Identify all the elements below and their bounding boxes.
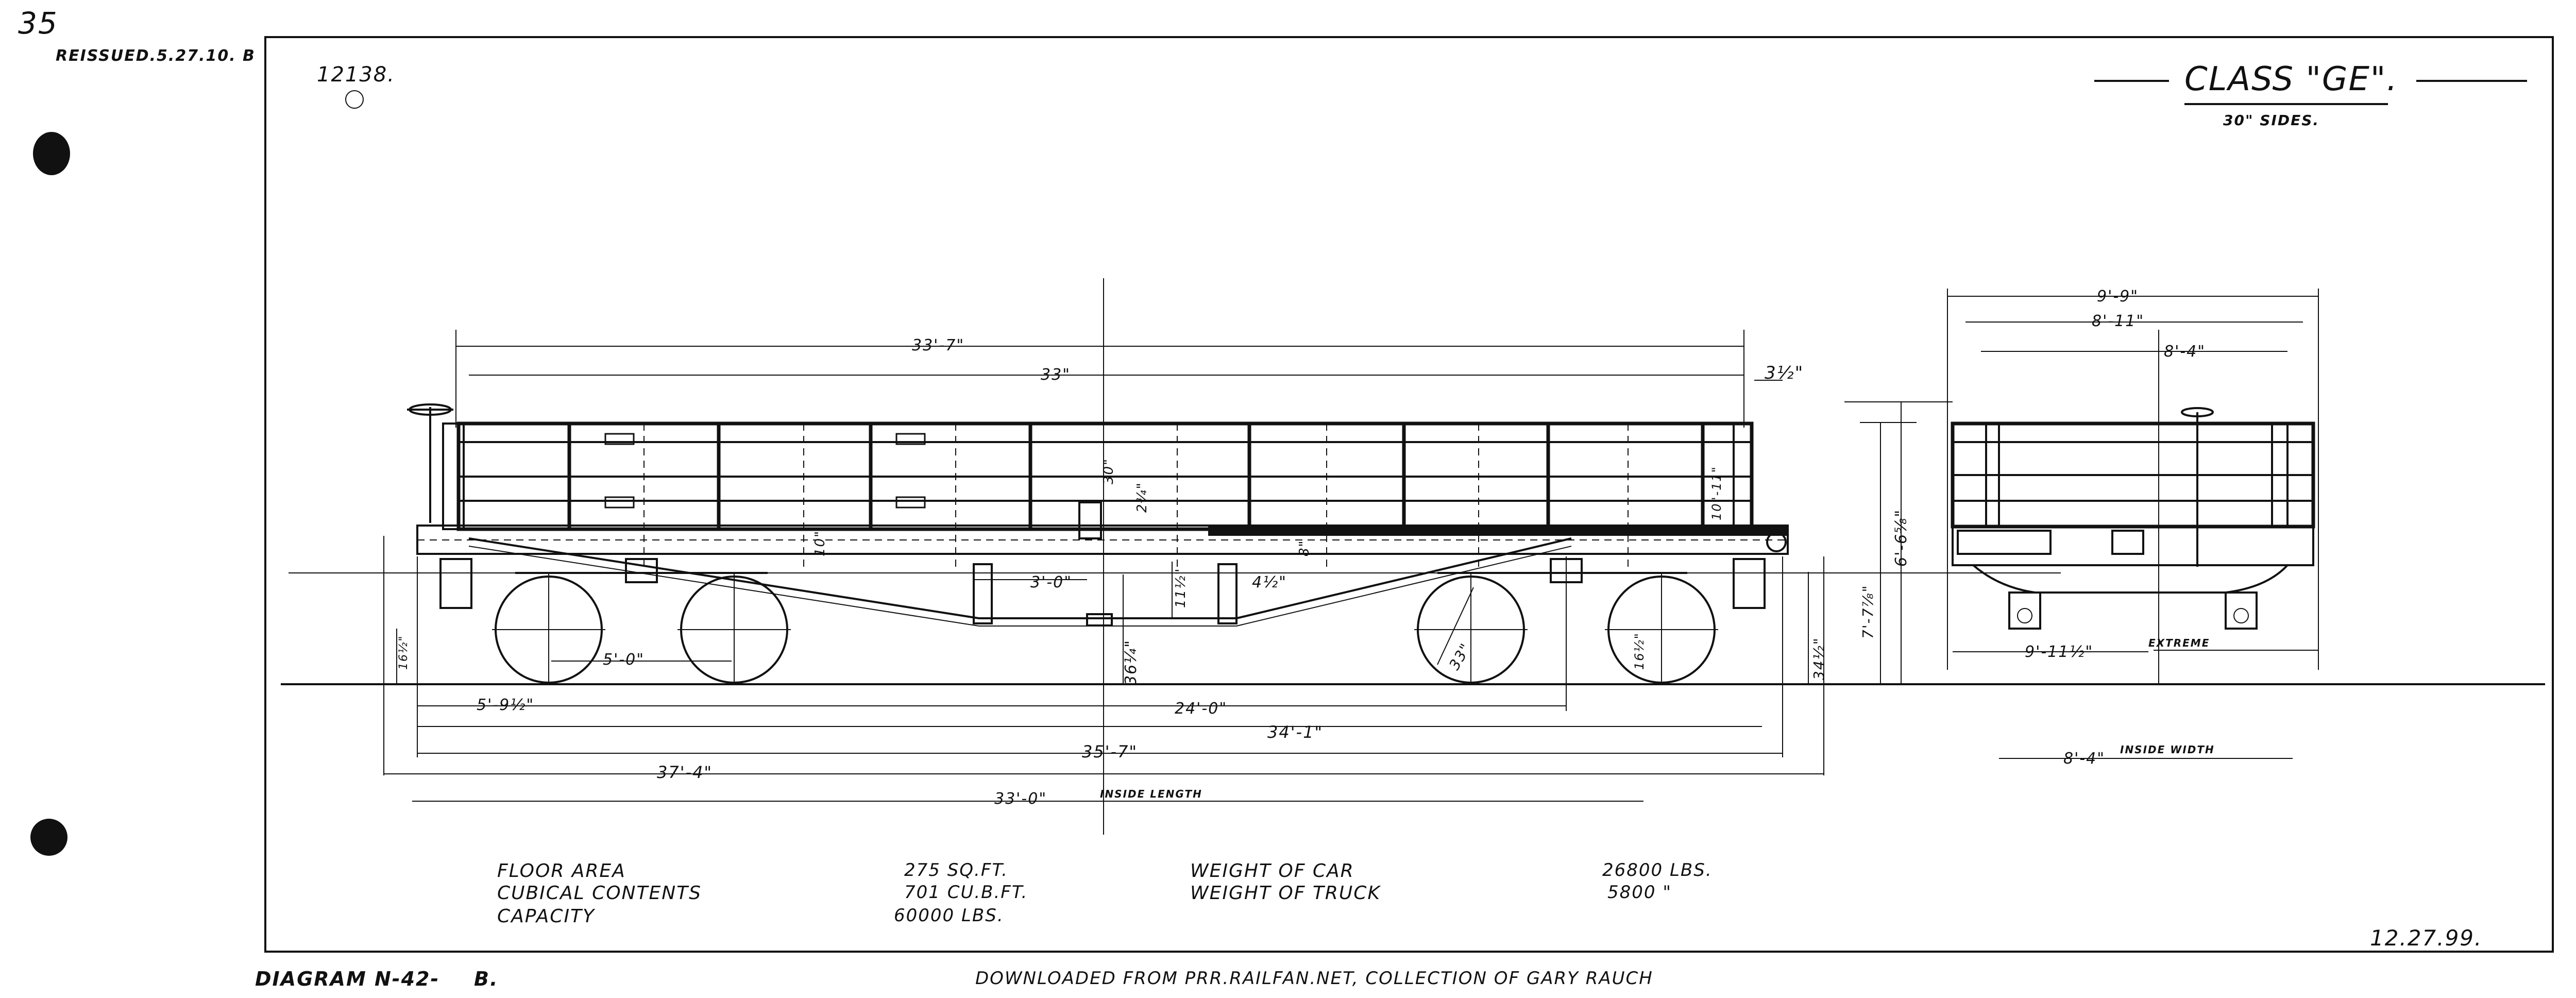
dim-end-overhang: 3½" (1765, 363, 1804, 383)
dim-end-post-height: 10"-11" (1709, 466, 1724, 520)
dim-sill-depth: 2¾" (1134, 482, 1150, 513)
side-view-dimensions (383, 330, 1917, 802)
dim-inner-length-top: 33" (1041, 366, 1071, 384)
dim-coupler-height: 34½" (1810, 637, 1827, 680)
spec-weight-car-label: WEIGHT OF CAR (1190, 860, 1354, 882)
dim-end-inside-width-label: INSIDE WIDTH (2120, 743, 2215, 756)
drawing-border (264, 36, 2554, 953)
truss-rod (468, 537, 1572, 619)
drawing-number-circle (345, 90, 364, 109)
dim-truss-drop: 36¼" (1122, 639, 1140, 685)
spec-floor-area-value: 275 SQ.FT. (904, 860, 1008, 881)
dim-side-height: 30" (1101, 458, 1116, 484)
reissued-note: REISSUED.5.27.10. B (56, 47, 256, 65)
dim-over-couplers: 37'-4" (657, 763, 713, 782)
dim-end-inside-width: 8'-4" (2063, 750, 2105, 768)
dim-truck-centers: 24'-0" (1175, 700, 1227, 718)
dim-wheel-base: 5'-0" (603, 651, 645, 669)
dim-inside-length: 33'-0" (994, 790, 1047, 808)
dim-end-rail-to-top: 6'-6⅝" (1892, 509, 1910, 567)
spec-capacity-label: CAPACITY (497, 906, 596, 927)
side-view (407, 403, 1789, 685)
dim-end-extreme-label: EXTREME (2148, 637, 2210, 649)
dim-end-extreme-width: 9'-11½" (2025, 643, 2093, 661)
dim-coupler-offset: 5'-9½" (477, 696, 534, 714)
dim-post-height-a: 10" (812, 530, 828, 556)
dim-outer-length-top: 33'-7" (912, 336, 964, 354)
dim-bearing: 4½" (1252, 573, 1287, 591)
dim-rail-to-top: 7'-7⅞" (1859, 585, 1876, 639)
dim-end-inside-top: 8'-4" (2164, 343, 2206, 361)
diagram-label: DIAGRAM N-42- (255, 968, 439, 990)
spec-floor-area-label: FLOOR AREA (497, 860, 626, 882)
dim-over-end-sills: 35'-7" (1082, 742, 1138, 762)
dim-post-height-c: 8" (1297, 539, 1312, 556)
spec-weight-truck-value: 5800 " (1607, 882, 1672, 903)
drawing-date: 12.27.99. (2370, 925, 2482, 951)
dim-axle-height: 16½" (1632, 632, 1647, 670)
dim-over-strikers: 34'-1" (1267, 722, 1323, 742)
specifications: FLOOR AREA 275 SQ.FT. CUBICAL CONTENTS 7… (497, 860, 1713, 927)
dim-end-over-side-posts: 8'-11" (2092, 312, 2144, 330)
spec-cubical-contents-label: CUBICAL CONTENTS (497, 883, 702, 904)
punch-hole-top (33, 132, 70, 175)
source-credit: DOWNLOADED FROM PRR.RAILFAN.NET, COLLECT… (975, 968, 1653, 989)
page-number: 35 (18, 6, 58, 41)
dim-truss-rod-span: 3'-0" (1030, 573, 1072, 591)
spec-capacity-value: 60000 LBS. (894, 905, 1004, 926)
class-subtitle: 30" SIDES. (2223, 112, 2319, 129)
spec-weight-truck-label: WEIGHT OF TRUCK (1190, 883, 1381, 904)
dim-journal-height: 16½" (397, 635, 410, 670)
spec-weight-car-value: 26800 LBS. (1602, 860, 1713, 881)
spec-cubical-contents-value: 701 CU.B.FT. (904, 882, 1028, 903)
class-title: CLASS "GE". (2184, 60, 2398, 98)
drawing-number: 12138. (317, 63, 395, 87)
dim-wheel-diameter: 33" (1446, 640, 1475, 673)
end-view-dimensions (1844, 289, 2319, 759)
dim-inside-length-label: INSIDE LENGTH (1100, 788, 1202, 800)
diagram-suffix: B. (474, 968, 498, 990)
end-view (1951, 330, 2315, 685)
punch-hole-bottom (30, 819, 67, 856)
dim-end-overall-width: 9'-9" (2097, 287, 2139, 306)
dim-post-height-b: 11½" (1173, 568, 1189, 608)
